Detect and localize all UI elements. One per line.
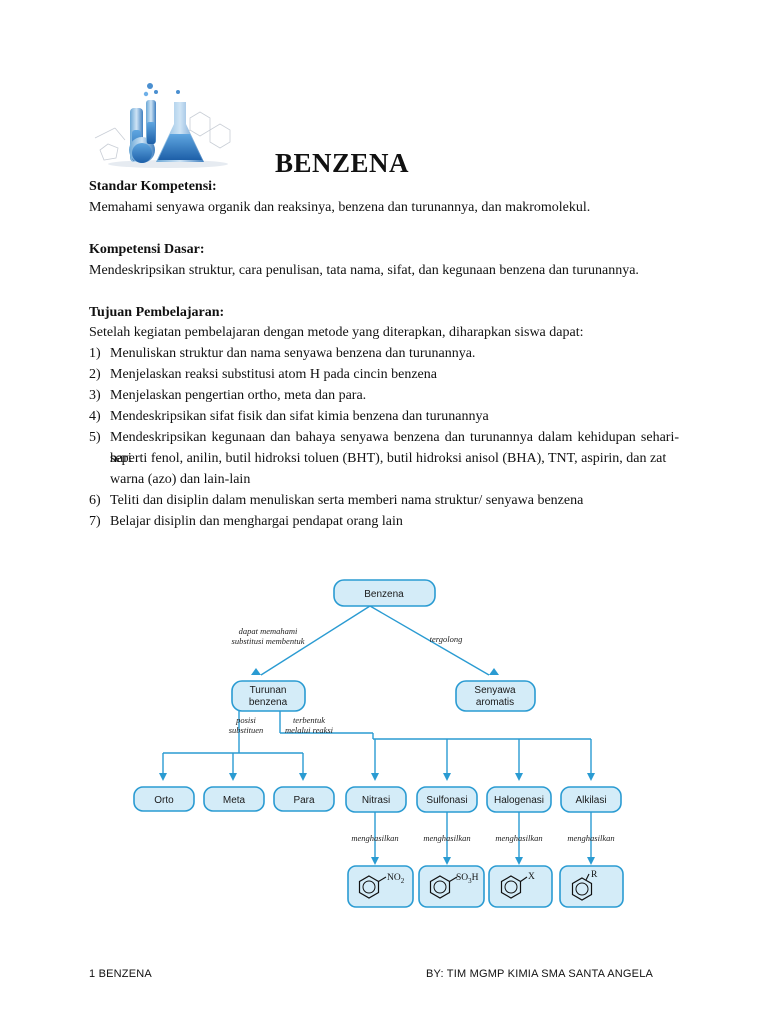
objective-item: 5) Mendeskripsikan kegunaan dan bahaya s… <box>89 427 679 490</box>
tp-heading: Tujuan Pembelajaran: <box>89 305 225 320</box>
sk-text: Memahami senyawa organik dan reaksinya, … <box>89 200 591 215</box>
edge-label-posisi-line2: substituen <box>229 725 263 735</box>
objective-text: Menjelaskan reaksi substitusi atom H pad… <box>110 367 437 382</box>
connector-lines <box>162 605 592 862</box>
product-benzenesulfonic-acid: SO3H <box>418 865 485 908</box>
sk-heading: Standar Kompetensi: <box>89 179 217 194</box>
objective-item: 4) Mendeskripsikan sifat fisik dan sifat… <box>89 406 679 427</box>
node-halogenasi: Halogenasi <box>486 786 552 813</box>
node-turunan-label-line2: benzena <box>249 697 288 708</box>
objective-text-line: Mendeskripsikan kegunaan dan bahaya seny… <box>110 430 679 466</box>
substituent-index: 3 <box>468 877 472 885</box>
benzene-ring-icon <box>429 875 458 899</box>
objective-text: Mendeskripsikan sifat fisik dan sifat ki… <box>110 409 489 424</box>
node-meta-label: Meta <box>223 795 246 806</box>
footer-author: BY: TIM MGMP KIMIA SMA SANTA ANGELA <box>426 968 654 980</box>
objective-item: 3) Menjelaskan pengertian ortho, meta da… <box>89 385 679 406</box>
objective-item: 2) Menjelaskan reaksi substitusi atom H … <box>89 364 679 385</box>
edge-label-produces: menghasilkan <box>495 833 542 843</box>
product-alkylbenzene: R <box>559 865 624 908</box>
edge-label-produces: menghasilkan <box>423 833 470 843</box>
kd-text: Mendeskripsikan struktur, cara penulisan… <box>89 263 639 278</box>
node-orto-label: Orto <box>154 795 174 806</box>
edge-label-produces: menghasilkan <box>567 833 614 843</box>
node-sulfonasi-label: Sulfonasi <box>426 795 467 806</box>
objective-number: 5) <box>89 430 101 445</box>
kd-heading: Kompetensi Dasar: <box>89 242 205 257</box>
substituent-symbol: NO <box>387 873 401 883</box>
objective-text: Menjelaskan pengertian ortho, meta dan p… <box>110 388 367 403</box>
edge-label-produces: menghasilkan <box>351 833 398 843</box>
node-alkilasi: Alkilasi <box>560 786 622 813</box>
edge-label-reaksi-line2: melalui reaksi <box>285 725 334 735</box>
objective-number: 4) <box>89 409 101 424</box>
lab-glassware-logo <box>94 83 231 168</box>
objective-text: Belajar disiplin dan menghargai pendapat… <box>110 514 403 529</box>
page-title: BENZENA <box>274 148 410 178</box>
objective-text-line: seperti fenol, anilin, butil hidroksi to… <box>110 451 667 466</box>
edge-label-reaksi-line1: terbentuk <box>293 715 325 725</box>
node-turunan-label-line1: Turunan <box>250 685 287 696</box>
node-sulfonasi: Sulfonasi <box>416 786 478 813</box>
node-aromatis-label-line1: Senyawa <box>474 685 516 696</box>
substituent-label: SO3H <box>456 873 479 885</box>
substituent-symbol: X <box>528 872 535 882</box>
product-halobenzene: X <box>488 865 553 908</box>
objective-text: Menuliskan struktur dan nama senyawa ben… <box>110 346 476 361</box>
node-aromatis-label-line2: aromatis <box>476 697 514 708</box>
substituent-symbol: R <box>591 870 598 880</box>
node-alkilasi-label: Alkilasi <box>575 795 606 806</box>
substituent-label: NO2 <box>387 873 405 885</box>
product-nitrobenzene: NO2 <box>347 865 414 908</box>
substituent-tail: H <box>472 873 479 883</box>
node-para-label: Para <box>293 795 315 806</box>
objective-text: Teliti dan disiplin dalam menuliskan ser… <box>110 493 584 508</box>
objective-number: 1) <box>89 346 101 361</box>
objective-number: 6) <box>89 493 101 508</box>
objective-item: 7) Belajar disiplin dan menghargai penda… <box>89 511 679 532</box>
arrow-heads <box>159 668 595 865</box>
objective-item: 1) Menuliskan struktur dan nama senyawa … <box>89 343 679 364</box>
benzene-concept-map: Benzena dapat memahami substitusi memben… <box>127 545 641 915</box>
node-senyawa-aromatis: Senyawa aromatis <box>455 680 536 712</box>
node-benzena-label: Benzena <box>364 589 404 600</box>
benzene-ring-icon <box>358 875 387 899</box>
objective-number: 7) <box>89 514 101 529</box>
node-nitrasi-label: Nitrasi <box>362 795 390 806</box>
node-halogenasi-label: Halogenasi <box>494 795 544 806</box>
substituent-symbol: SO <box>456 873 468 883</box>
node-meta: Meta <box>203 786 265 812</box>
objective-text-line: warna (azo) dan lain-lain <box>110 472 251 487</box>
node-nitrasi: Nitrasi <box>345 786 407 813</box>
objective-item: 6) Teliti dan disiplin dalam menuliskan … <box>89 490 679 511</box>
objective-number: 2) <box>89 367 101 382</box>
substituent-index: 2 <box>401 877 405 885</box>
node-para: Para <box>273 786 335 812</box>
benzene-ring-icon <box>571 873 593 901</box>
objective-number: 3) <box>89 388 101 403</box>
footer-page-label: 1 BENZENA <box>89 968 152 980</box>
node-orto: Orto <box>133 786 195 812</box>
edge-label-left-line2: substitusi membentuk <box>232 636 305 646</box>
benzene-ring-icon <box>500 875 528 899</box>
tp-intro: Setelah kegiatan pembelajaran dengan met… <box>89 325 584 340</box>
node-benzena: Benzena <box>333 579 436 607</box>
edge-label-right: tergolong <box>430 634 463 644</box>
edge-label-left-line1: dapat memahami <box>239 626 298 636</box>
edge-label-posisi-line1: posisi <box>235 715 256 725</box>
node-turunan-benzena: Turunan benzena <box>231 680 306 712</box>
